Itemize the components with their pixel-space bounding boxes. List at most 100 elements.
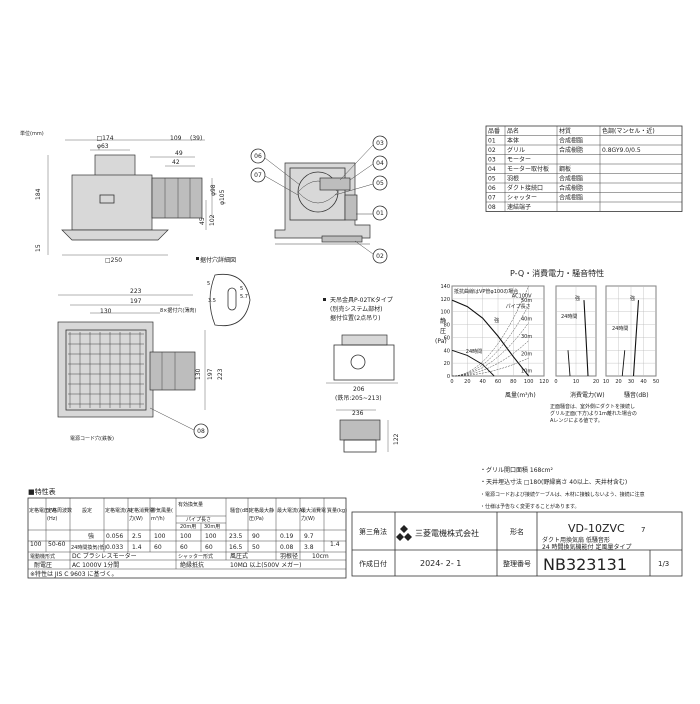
spec-cell-strong: 強 — [88, 532, 94, 540]
hole-detail-title: 据付穴詳細図 — [200, 256, 236, 264]
svg-text:06: 06 — [254, 153, 262, 160]
svg-text:02: 02 — [376, 253, 384, 260]
x-tick-label: 20 — [593, 379, 599, 385]
pq-xlabel: 風量(m³/h) — [505, 392, 536, 399]
svg-text:03: 03 — [376, 140, 384, 147]
svg-text:05: 05 — [376, 180, 384, 187]
power-24h-label: 24時間 — [561, 314, 577, 320]
parts-cell: 08 — [488, 204, 496, 211]
section-view: 06 07 03 04 05 01 02 — [250, 135, 388, 264]
spec-header: 定格電流(A) — [105, 507, 132, 514]
pipe-length-label: 10m — [521, 368, 532, 374]
noise-24h-label: 24時間 — [612, 326, 628, 332]
parts-cell: シャッター — [507, 194, 537, 202]
x-tick-label: 20 — [464, 379, 470, 385]
curve-note: 抵抗曲線はVP管φ100の場合 — [454, 288, 518, 295]
dim-130: 130 — [100, 308, 112, 315]
y-tick-label: 80 — [444, 323, 450, 329]
spec-cell-24h: 1.4 — [132, 544, 142, 551]
x-tick-label: 40 — [640, 379, 646, 385]
parts-cell: 速結端子 — [507, 203, 531, 211]
svg-text:3.5: 3.5 — [208, 298, 216, 304]
y-tick-label: 40 — [444, 348, 450, 354]
series-line — [621, 350, 626, 377]
parts-cell: 本体 — [507, 137, 519, 145]
svg-text:04: 04 — [376, 160, 384, 167]
spec-header: 質量(kg) — [327, 507, 347, 514]
pipe-length-label: 40m — [521, 317, 532, 323]
strong-label: 強 — [494, 317, 499, 324]
motor-value: DC ブラシレスモーター — [72, 552, 137, 560]
parts-header: 品名 — [507, 127, 519, 135]
callout-06: 06 — [250, 148, 301, 186]
resistance-curve — [451, 322, 529, 377]
spec-header-2: 力(W) — [301, 515, 315, 522]
parts-header: 品番 — [488, 128, 500, 135]
spec-cell-strong: 100 — [154, 533, 166, 540]
motor-label: 電動機形式 — [30, 553, 55, 560]
pipe-20: 20m用 — [180, 524, 196, 530]
dim-205-213: (鉄吊:205~213) — [335, 394, 382, 402]
spec-cell-24h: 16.5 — [229, 544, 243, 551]
x-tick-label: 0 — [554, 379, 557, 385]
title-block: 第三角法 三菱電機株式会社 形名 VD-10ZVC 7 ダクト用換気扇 低騒音形… — [351, 511, 683, 577]
bottom-view: 223 197 130 8×据付穴(薄肉) 130 197 223 電源コード穴… — [57, 288, 224, 442]
pq-ylabel-3: (Pa) — [435, 338, 447, 345]
page-number: 1/3 — [658, 560, 669, 568]
parts-cell: 02 — [488, 147, 496, 154]
spec-header: 有効換気量 — [178, 501, 203, 508]
series-line — [451, 349, 495, 377]
parts-cell: 05 — [488, 176, 496, 183]
spec-header: 定格最大静 — [249, 507, 274, 514]
x-tick-label: 80 — [510, 379, 516, 385]
withstand-label: 耐電圧 — [34, 561, 52, 569]
dim-42: 42 — [172, 159, 180, 166]
date-label: 作成日付 — [359, 559, 387, 568]
shutter-value: 風圧式 — [230, 552, 248, 560]
angle-label: 第三角法 — [359, 527, 387, 536]
mount-line2: (別売システム部材) — [330, 305, 383, 313]
svg-text:5.7: 5.7 — [240, 294, 248, 300]
parts-table-frame — [485, 125, 683, 212]
y-tick-label: 120 — [440, 297, 450, 303]
y-tick-label: 100 — [440, 310, 450, 316]
pipe-length-label: 20m — [521, 351, 532, 357]
parts-cell: モーター — [507, 156, 531, 164]
spec-cell-strong: 100 — [205, 533, 217, 540]
cord-label: 電源コード穴(鉄板) — [70, 435, 114, 442]
dim-39: (39) — [190, 135, 202, 142]
parts-cell: 01 — [488, 138, 496, 145]
chart-note-3: Aレンジによる値です。 — [550, 417, 603, 424]
spec-header: 騒音(dB) — [230, 507, 251, 514]
parts-cell: 07 — [488, 195, 496, 202]
dim-122: 122 — [393, 433, 400, 445]
svg-text:01: 01 — [376, 210, 384, 217]
note-3: ・電源コードおよび接続ケーブルは、木材に接触しないよう、接続に注意 — [480, 491, 645, 498]
spec-header-2: m³/h) — [151, 516, 165, 522]
dim-105: φ105 — [219, 189, 226, 205]
drawing-number: NB323131 — [543, 555, 627, 574]
parts-cell: モーター取付板 — [507, 165, 549, 173]
pipe-length-label: 50m — [521, 298, 532, 304]
parts-cell: 鋼板 — [559, 165, 571, 173]
series-line — [632, 300, 640, 377]
h24-label: 24時間 — [466, 349, 482, 355]
spec-cell-strong: 0.056 — [106, 533, 123, 540]
parts-cell: 06 — [488, 185, 496, 192]
power-strong-label: 強 — [575, 295, 580, 302]
dim-15: 15 — [35, 244, 42, 252]
parts-cell: 合成樹脂 — [559, 137, 583, 145]
date-value: 2024- 2- 1 — [420, 559, 461, 568]
x-tick-label: 60 — [495, 379, 501, 385]
spec-cell-24h: 0.08 — [280, 544, 294, 551]
mitsubishi-logo-icon — [396, 525, 412, 541]
grille-pattern — [68, 332, 144, 408]
y-tick-label: 140 — [440, 284, 450, 290]
spec-header-2: 力(W) — [129, 515, 143, 522]
spec-cell-24h: 50 — [252, 544, 260, 551]
spec-table: ■特性表定格電圧(V)定格周波数(Hz)設定定格電流(A)定格消費電力(W)排気… — [27, 487, 347, 579]
spec-cell-24h: 0.033 — [106, 544, 123, 551]
resistance-curve — [451, 305, 529, 377]
